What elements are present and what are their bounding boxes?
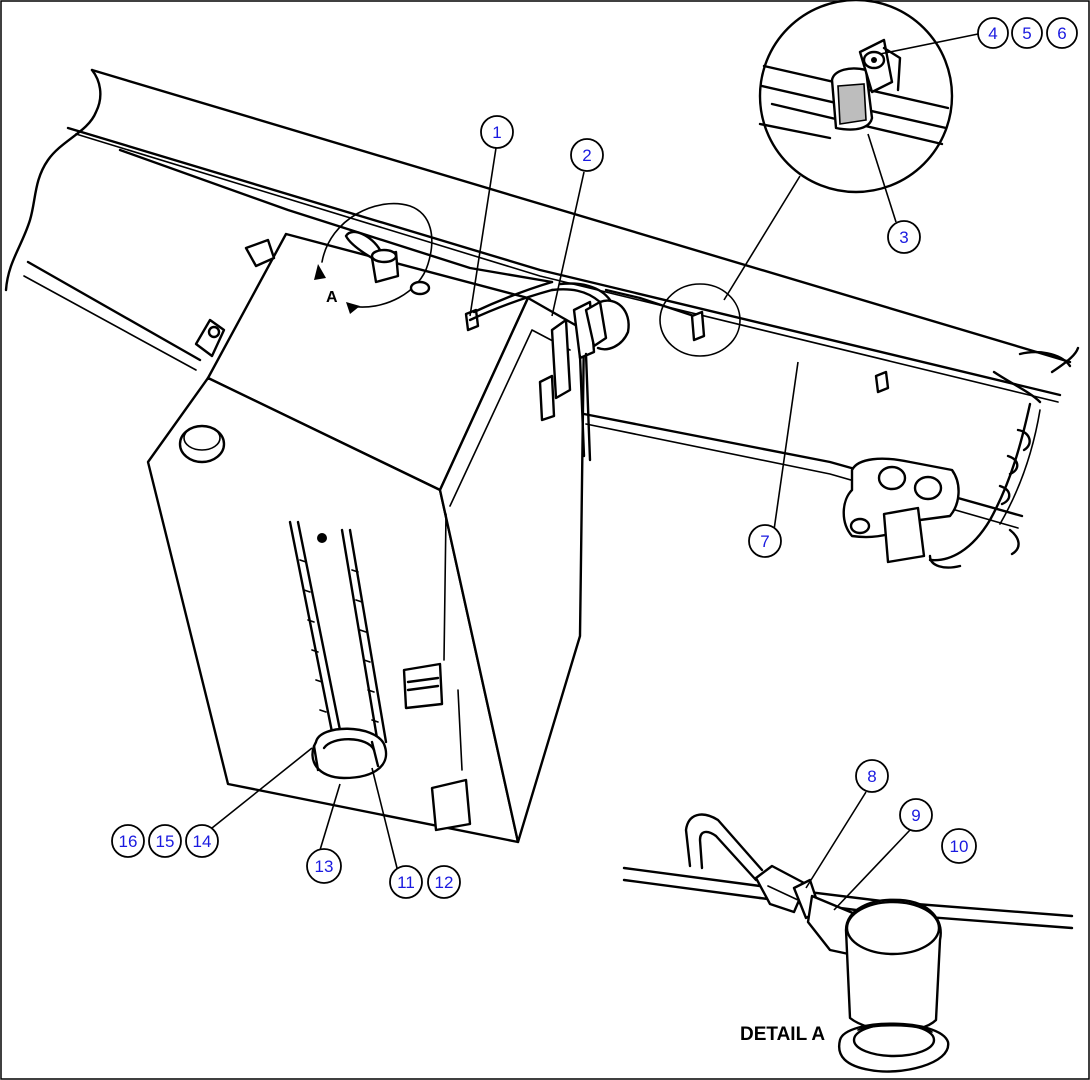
balloon-15: 15 — [148, 824, 182, 858]
view-letter-a: A — [326, 289, 338, 306]
balloon-4: 4 — [977, 17, 1009, 49]
svg-text:5: 5 — [1022, 24, 1031, 43]
clamp-detail-circle — [659, 0, 954, 357]
svg-text:3: 3 — [899, 228, 908, 247]
svg-text:14: 14 — [193, 832, 212, 851]
svg-text:13: 13 — [315, 857, 334, 876]
balloon-9: 9 — [899, 798, 933, 832]
leader-lines — [211, 33, 979, 911]
detail-a-indicator: A — [314, 202, 433, 314]
balloon-11: 11 — [389, 865, 423, 899]
balloon-12: 12 — [427, 865, 461, 899]
svg-text:7: 7 — [760, 532, 769, 551]
detail-a-view: DETAIL A — [622, 813, 1074, 1073]
detail-a-caption: DETAIL A — [740, 1024, 825, 1045]
balloon-3: 3 — [887, 220, 921, 254]
svg-text:4: 4 — [988, 24, 997, 43]
svg-text:11: 11 — [397, 873, 415, 892]
balloon-5: 5 — [1011, 17, 1043, 49]
balloon-16: 16 — [111, 824, 145, 858]
balloon-7: 7 — [748, 524, 782, 558]
svg-text:8: 8 — [867, 767, 876, 786]
svg-text:6: 6 — [1057, 24, 1066, 43]
balloon-8: 8 — [855, 759, 889, 793]
svg-text:16: 16 — [119, 832, 138, 851]
chassis-frame-rail — [4, 68, 1080, 569]
svg-text:12: 12 — [435, 873, 454, 892]
balloon-14: 14 — [185, 824, 219, 858]
svg-text:2: 2 — [582, 146, 591, 165]
svg-text:10: 10 — [950, 837, 969, 856]
svg-text:15: 15 — [156, 832, 175, 851]
balloon-10: 10 — [941, 828, 977, 864]
balloon-1: 1 — [480, 115, 514, 149]
balloon-6: 6 — [1046, 17, 1078, 49]
balloon-13: 13 — [306, 848, 342, 884]
svg-text:9: 9 — [911, 806, 920, 825]
balloon-2: 2 — [570, 138, 604, 172]
svg-text:1: 1 — [492, 123, 501, 142]
fuel-tank — [146, 232, 702, 844]
